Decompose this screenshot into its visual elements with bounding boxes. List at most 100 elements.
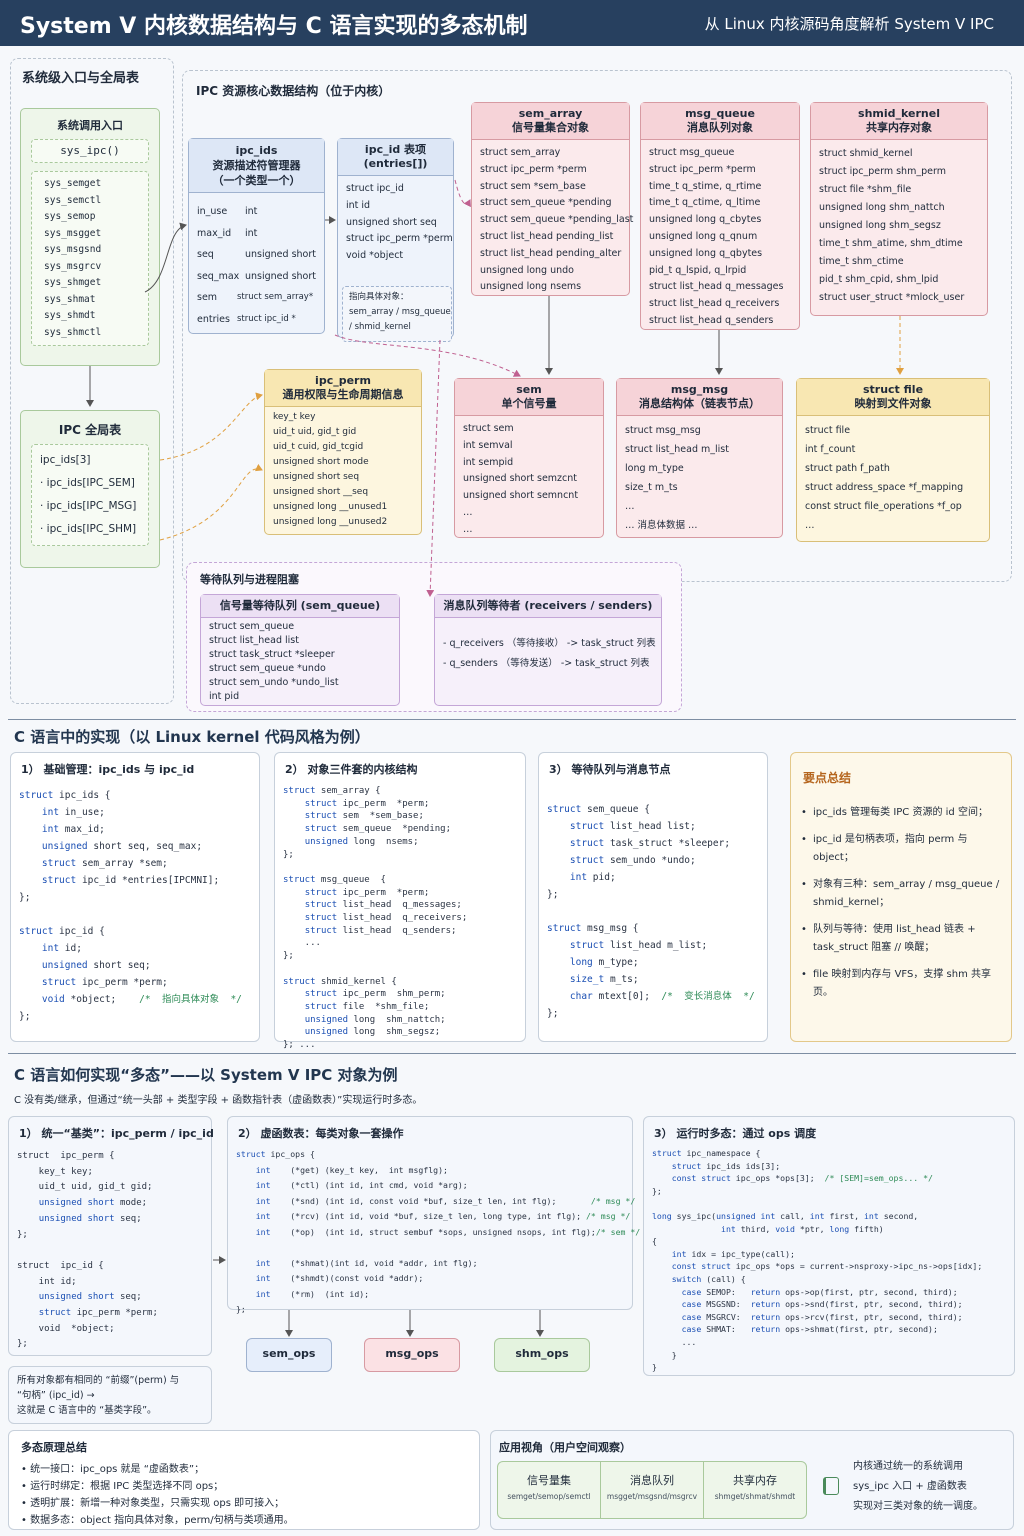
sem-array-field: unsigned long nsems — [480, 281, 582, 293]
core-region-title: IPC 资源核心数据结构（位于内核） — [196, 84, 391, 98]
syscall-item: sys_msgrcv — [44, 260, 102, 272]
summary-list: ipc_ids 管理每类 IPC 资源的 id 空间； ipc_id 是句柄表项，… — [791, 804, 1011, 1002]
syscall-item: sys_shmdt — [44, 310, 96, 321]
msg-queue-field: time_t q_stime, q_rtime — [649, 180, 762, 192]
ipc-perm-field: uid_t uid, gid_t gid — [273, 427, 357, 437]
msg-waiters-field: - q_senders （等待发送） -> task_struct 列表 — [443, 658, 650, 669]
ipc-id-object-note: 指向具体对象： sem_array / msg_queue / shmid_ke… — [342, 286, 452, 342]
principle-panel: 多态原理总结 • 统一接口：ipc_ops 就是 “虚函数表”；• 运行时绑定：… — [8, 1430, 480, 1530]
msg-queue-field: pid_t q_lspid, q_lrpid — [649, 264, 747, 276]
shmid-kernel-field: time_t shm_atime, shm_dtime — [819, 238, 963, 249]
ipc-perm-field: key_t key — [273, 412, 316, 422]
base-field-note-text: 所有对象都有相同的 “前缀”(perm) 与 “句柄” (ipc_id) → 这… — [17, 1375, 180, 1416]
msg-msg-field: struct list_head m_list — [625, 444, 729, 455]
syscall-item: sys_msgsnd — [44, 244, 102, 255]
syscall-item: sys_shmget — [44, 277, 102, 288]
ipc-ids-field-type: int — [245, 206, 258, 217]
connector-arrows — [86, 216, 723, 1337]
ipc-perm-field: unsigned long __unused2 — [273, 517, 388, 527]
global-table-item: · ipc_ids[IPC_MSG] — [40, 500, 137, 512]
impl-panel-1: 1） 基础管理：ipc_ids 与 ipc_id struct ipc_ids … — [10, 752, 260, 1042]
sem-array-field: struct sem *sem_base — [480, 180, 586, 192]
poly-panel-3-title: 3） 运行时多态：通过 ops 调度 — [654, 1127, 817, 1140]
sem-array-field: struct sem_array — [480, 147, 561, 158]
msg-queue-field: struct list_head q_senders — [649, 314, 774, 326]
page-title: System V 内核数据结构与 C 语言实现的多态机制 — [20, 14, 528, 39]
ipc-id-field: struct ipc_id — [346, 183, 404, 194]
sem-array-title: sem_array 信号量集合对象 — [472, 103, 629, 140]
principle-item: • 数据多态：object 指向具体对象，perm/句柄与类项通用。 — [21, 1515, 294, 1526]
impl-panel-3-title: 3） 等待队列与消息节点 — [549, 763, 671, 776]
struct-file-field: … — [805, 520, 815, 531]
poly-panel-2: 2） 虚函数表：每类对象一套操作 struct ipc_ops { int (*… — [227, 1116, 640, 1314]
msg-ops-card: msg_ops — [364, 1338, 460, 1372]
struct-file-field: const struct file_operations *f_op — [805, 501, 962, 512]
summary-item: ipc_ids 管理每类 IPC 资源的 id 空间； — [801, 804, 1001, 822]
msg-waiters-box: 消息队列等待者 (receivers / senders) - q_receiv… — [434, 594, 662, 706]
section2-title: C 语言中的实现（以 Linux kernel 代码风格为例） — [14, 728, 370, 746]
ipc-perm-box: ipc_perm 通用权限与生命周期信息 key_t key uid_t uid,… — [264, 369, 422, 535]
global-table-box: IPC 全局表 ipc_ids[3]· ipc_ids[IPC_SEM]· ip… — [20, 410, 160, 568]
summary-item: ipc_id 是句柄表项，指向 perm 与 object； — [801, 831, 1001, 867]
object-links — [334, 179, 521, 597]
principle-list: • 统一接口：ipc_ops 就是 “虚函数表”；• 运行时绑定：根据 IPC … — [9, 1461, 479, 1529]
perm-links — [159, 316, 904, 541]
msg-queue-field: unsigned long q_qnum — [649, 230, 758, 242]
msg-msg-title: msg_msg 消息结构体（链表节点） — [617, 379, 782, 416]
ipc-perm-field: unsigned short seq — [273, 472, 360, 482]
principle-title: 多态原理总结 — [21, 1441, 87, 1454]
summary-item: file 映射到内存与 VFS，支撑 shm 共享页。 — [801, 966, 1001, 1002]
ipc-ids-field-name: max_id — [197, 227, 232, 239]
struct-file-field: struct address_space *f_mapping — [805, 482, 964, 493]
shmid-kernel-title: shmid_kernel 共享内存对象 — [811, 103, 987, 140]
app-view-title: 应用视角（用户空间观察） — [499, 1441, 631, 1454]
sem-field: unsigned short semncnt — [463, 490, 579, 502]
syscall-item: sys_shmctl — [44, 326, 102, 338]
app-card-name: 信号量集 — [527, 1474, 571, 1487]
principle-item: • 统一接口：ipc_ops 就是 “虚函数表”； — [21, 1464, 205, 1475]
poly-panel-3: 3） 运行时多态：通过 ops 调度 struct ipc_namespace … — [643, 1116, 1015, 1376]
global-table-item: ipc_ids[3] — [40, 454, 91, 466]
summary-item: 队列与等待：使用 list_head 链表 + task_struct 阻塞 /… — [801, 921, 1001, 957]
ipc-id-field: unsigned short seq — [346, 216, 437, 228]
msg-queue-field: unsigned long q_qbytes — [649, 247, 763, 259]
ipc-perm-title: ipc_perm 通用权限与生命周期信息 — [265, 370, 421, 407]
impl-panel-1-code: struct ipc_ids { int in_use; int max_id;… — [19, 790, 242, 1022]
sem-field: int semval — [463, 439, 513, 451]
global-table-item: · ipc_ids[IPC_SEM] — [40, 477, 135, 489]
ipc-ids-field-type: int — [245, 227, 258, 239]
app-card-name: 共享内存 — [733, 1474, 777, 1487]
syscall-entry-title: 系统调用入口 — [57, 119, 123, 132]
ipc-ids-field-name: sem — [197, 292, 218, 303]
app-card-name: 消息队列 — [630, 1474, 674, 1487]
ipc-ids-field-name: seq — [197, 249, 214, 260]
sem-field: int sempid — [463, 456, 514, 468]
sem-queue-field: struct list_head list — [209, 635, 299, 646]
sem-array-field: struct list_head pending_alter — [480, 247, 622, 259]
ipc-perm-field: unsigned short mode — [273, 457, 369, 467]
global-table-list: ipc_ids[3] · ipc_ids[IPC_SEM] · ipc_ids[IP… — [31, 444, 149, 546]
base-field-note: 所有对象都有相同的 “前缀”(perm) 与 “句柄” (ipc_id) → 这… — [8, 1366, 212, 1424]
poly-panel-2-title: 2） 虚函数表：每类对象一套操作 — [238, 1127, 404, 1140]
shmid-kernel-field: unsigned long shm_nattch — [819, 202, 945, 213]
msg-waiters-title: 消息队列等待者 (receivers / senders) — [435, 595, 661, 618]
left-region-title: 系统级入口与全局表 — [22, 71, 140, 86]
